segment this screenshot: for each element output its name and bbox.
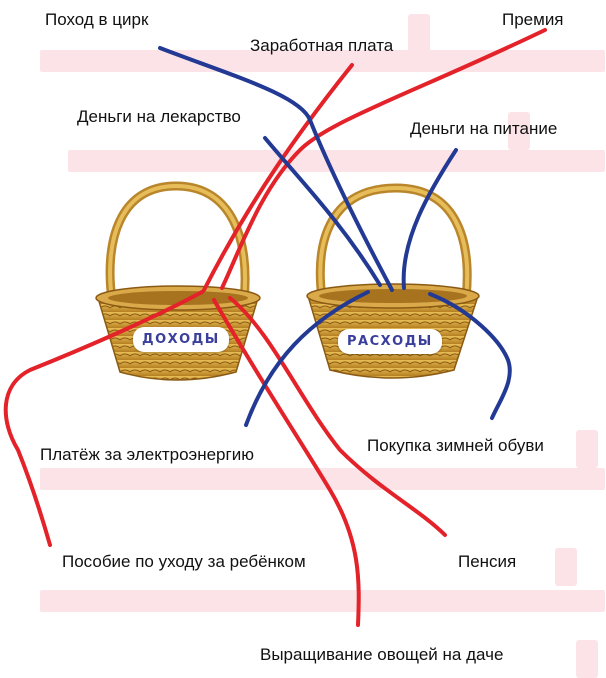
highlight-strip [68,150,605,172]
label-winter-shoes: Покупка зимней обуви [367,436,544,455]
highlight-strip [40,590,605,612]
line-vegetables [212,298,361,627]
line-winter-shoes [428,292,512,420]
label-vegetables: Выращивание овощей на даче [260,645,504,664]
highlight-strip [555,548,577,586]
highlight-strip [508,112,530,150]
label-medicine: Деньги на лекарство [77,107,241,126]
label-circus: Поход в цирк [45,10,149,29]
line-electricity [244,290,370,427]
line-food [401,148,458,290]
expenses-basket-label: РАСХОДЫ [338,329,442,354]
label-food: Деньги на питание [410,119,558,138]
label-electricity: Платёж за электроэнергию [40,445,254,464]
line-circus [158,46,394,292]
line-pension [228,296,447,537]
highlight-strip [576,430,598,468]
label-pension: Пенсия [458,552,517,571]
line-salary [202,63,354,292]
label-bonus: Премия [502,10,564,29]
line-child-benefit [3,290,204,547]
label-child-benefit: Пособие по уходу за ребёнком [62,552,306,571]
line-medicine [263,136,382,287]
income-basket [95,181,261,381]
highlight-strip [408,14,430,52]
income-basket-label: ДОХОДЫ [133,327,229,352]
label-salary: Заработная плата [250,36,394,55]
line-bonus [220,28,547,290]
